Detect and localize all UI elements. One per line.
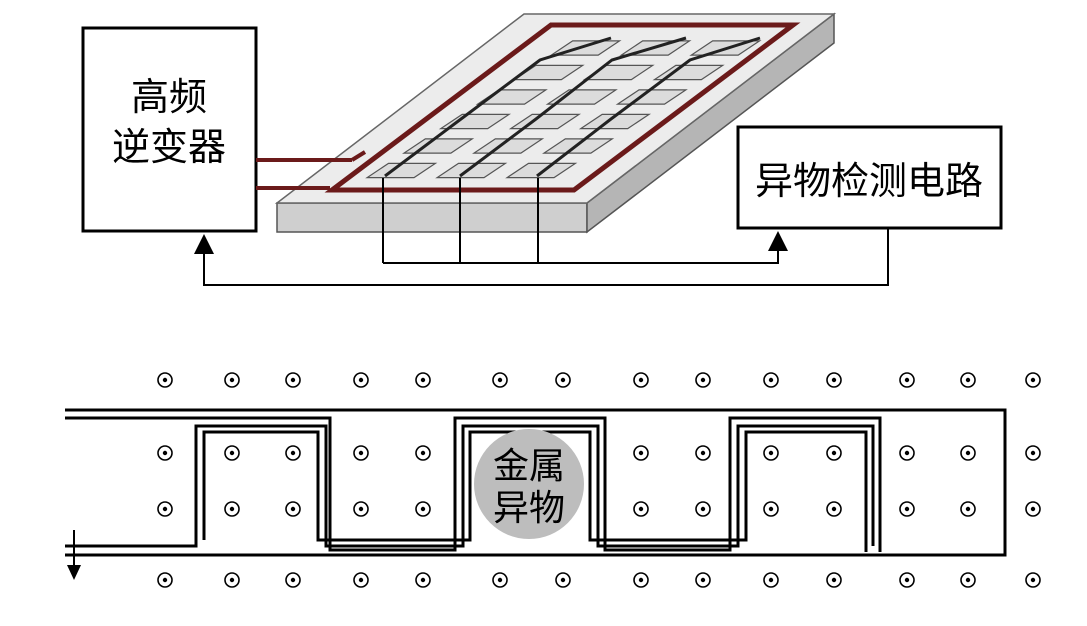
detector-box [736,125,1003,230]
coil-pad [438,113,512,130]
dot-circle-icon [695,372,711,388]
dot-circle-icon [415,445,431,461]
dot-circle-icon [1025,445,1041,461]
dot-circle-icon [224,501,240,517]
dot-circle-icon [157,445,173,461]
coil-pad [652,64,725,81]
dot-circle-icon [899,501,915,517]
dot-circle-icon [633,372,649,388]
dot-circle-icon [1025,372,1041,388]
coil-pad [435,162,508,179]
dot-circle-icon [695,501,711,517]
dot-circle-icon [633,572,649,588]
dot-circle-icon [826,572,842,588]
dot-circle-icon [633,501,649,517]
dot-circle-icon [960,445,976,461]
coil-pad [578,113,652,130]
dot-circle-icon [555,372,571,388]
field-marker-grid [157,372,1041,588]
coil-pad-grid [365,40,762,179]
dot-circle-icon [695,445,711,461]
dot-circle-icon [633,445,649,461]
dot-circle-icon [353,372,369,388]
dot-circle-icon [960,572,976,588]
dot-circle-icon [899,372,915,388]
meander-coil-diagram: 金属 异物 [65,372,1041,588]
dot-circle-icon [826,501,842,517]
dot-circle-icon [763,572,779,588]
dot-circle-icon [899,445,915,461]
dot-circle-icon [415,372,431,388]
arrow-down-icon [67,530,81,580]
inverter-label-line1: 高频 [131,75,207,119]
coil-pad [365,162,438,179]
dot-circle-icon [899,572,915,588]
detector-block: 异物检测电路 [736,125,1003,230]
dot-circle-icon [285,372,301,388]
dot-circle-icon [763,372,779,388]
coil-pad [471,138,545,154]
transmitter-board [274,12,837,234]
dot-circle-icon [1025,572,1041,588]
dot-circle-icon [157,372,173,388]
dot-circle-icon [826,372,842,388]
coil-pad [505,162,578,179]
meander-conductor [65,408,1007,557]
dot-circle-icon [353,445,369,461]
foreign-object-label-line2: 异物 [493,488,565,529]
feed-lines [256,150,367,190]
dot-circle-icon [157,501,173,517]
dot-circle-icon [353,572,369,588]
dot-circle-icon [285,501,301,517]
dot-circle-icon [224,572,240,588]
dot-circle-icon [353,501,369,517]
dot-circle-icon [224,372,240,388]
inverter-label-line2: 逆变器 [112,125,226,169]
detector-label: 异物检测电路 [755,159,983,203]
dot-circle-icon [285,445,301,461]
inverter-block: 高频 逆变器 [81,26,258,233]
dot-circle-icon [1025,501,1041,517]
dot-circle-icon [960,501,976,517]
dot-circle-icon [555,572,571,588]
feedback-line [194,228,889,286]
dot-circle-icon [826,445,842,461]
dot-circle-icon [492,372,508,388]
system-diagram: 高频 逆变器 [81,12,1003,286]
sense-wires [382,178,788,264]
dot-circle-icon [157,572,173,588]
dot-circle-icon [285,572,301,588]
foreign-object-label-line1: 金属 [493,446,565,487]
dot-circle-icon [492,572,508,588]
dot-circle-icon [695,572,711,588]
dot-circle-icon [763,445,779,461]
coil-track-lines [384,36,761,178]
dot-circle-icon [763,501,779,517]
metal-foreign-object: 金属 异物 [474,429,584,539]
board-top-face [274,13,837,204]
coil-outline [324,22,801,193]
board-front-face [276,202,588,233]
dot-circle-icon [415,501,431,517]
dot-circle-icon [415,572,431,588]
coil-pad [545,89,618,105]
foreign-object-circle [474,429,584,539]
inverter-box [81,26,258,233]
dot-circle-icon [960,372,976,388]
dot-circle-icon [224,445,240,461]
